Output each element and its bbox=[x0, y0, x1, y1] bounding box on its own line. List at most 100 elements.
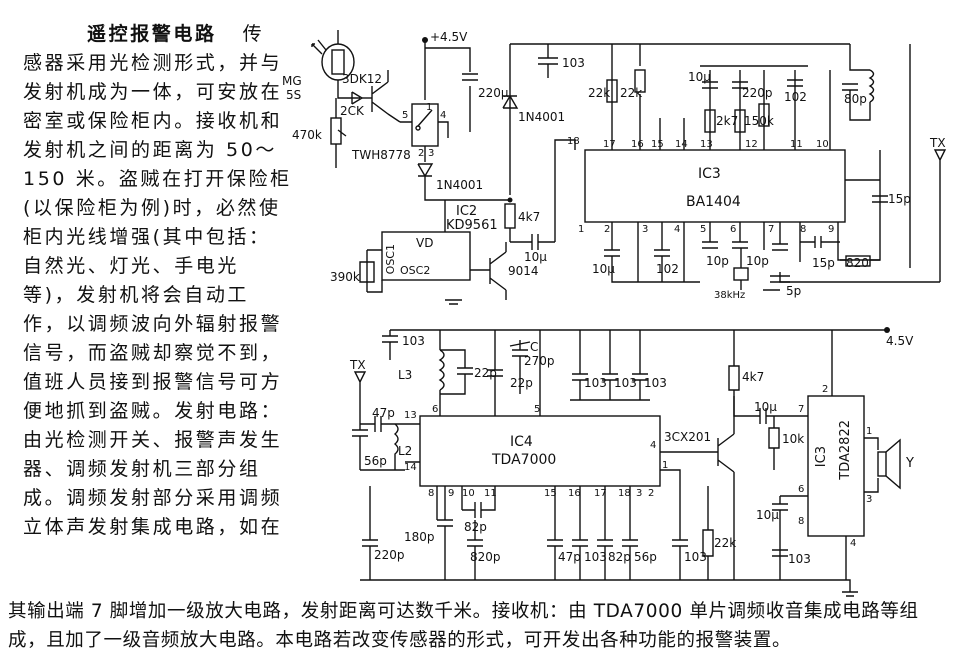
side-line-6: (以保险柜为例)时，必然使 bbox=[23, 197, 281, 219]
side-line-4: 发射机之间的距离为 50～ bbox=[23, 139, 278, 161]
pot-470k-label: 470k bbox=[292, 128, 322, 142]
ic3-rx-name: IC3 bbox=[814, 446, 829, 468]
cap-82p-a-label: 82p bbox=[464, 520, 487, 534]
ic3-pin-13: 13 bbox=[700, 139, 713, 150]
relay-pin-1: 1 bbox=[426, 102, 433, 113]
cap-270p-label: 270p bbox=[524, 354, 555, 368]
side-text: 遥控报警电路传 感器采用光检测形式，并与 发射机成为一体，可安放在 密室或保险柜… bbox=[23, 20, 292, 542]
cap-820p-label: 820p bbox=[470, 550, 501, 564]
speaker-icon bbox=[877, 438, 901, 490]
ic3-pin-8: 8 bbox=[800, 224, 807, 235]
ic3-pin-4: 4 bbox=[674, 224, 681, 235]
ic3-pin-11: 11 bbox=[790, 139, 803, 150]
transmitter-circuit bbox=[311, 30, 947, 305]
ic4-pin-11: 11 bbox=[484, 488, 497, 499]
q-3cx201-label: 3CX201 bbox=[664, 430, 712, 444]
ic3-tda2822 bbox=[807, 395, 865, 537]
cap-56p-b-label: 56p bbox=[634, 550, 657, 564]
ic3-rx-part: TDA2822 bbox=[838, 420, 853, 480]
side-line-8: 自然光、灯光、手电光 bbox=[23, 255, 240, 277]
side-line-13: 便地抓到盗贼。发射电路： bbox=[23, 400, 283, 422]
ic3-pin-14: 14 bbox=[675, 139, 688, 150]
ic2-vd: VD bbox=[416, 236, 434, 250]
rx-cap-103-label: 103 bbox=[402, 334, 425, 348]
ic3-pin-17: 17 bbox=[603, 139, 616, 150]
title: 遥控报警电路 bbox=[87, 23, 217, 45]
cap-15p-bot-label: 15p bbox=[812, 256, 835, 270]
side-line-1: 感器采用光检测形式，并与 bbox=[23, 52, 283, 74]
diode-2-label: 1N4001 bbox=[436, 178, 484, 192]
relay-label: TWH8778 bbox=[352, 148, 411, 162]
side-line-10: 作，以调频波向外辐射报警 bbox=[23, 313, 283, 335]
cap-102-bot-label: 102 bbox=[656, 262, 679, 276]
ic3-rx-pin-1: 1 bbox=[866, 426, 873, 437]
ic3-pin-3: 3 bbox=[642, 224, 649, 235]
relay-pin-4: 4 bbox=[440, 110, 447, 121]
cap-10u-top-label: 10μ bbox=[688, 70, 711, 84]
ic3-pin-7: 7 bbox=[768, 224, 775, 235]
ic3-pin-5: 5 bbox=[700, 224, 707, 235]
cap-10u-b-label: 10μ bbox=[756, 508, 779, 522]
r-22k-rx-label: 22k bbox=[714, 536, 737, 550]
cap-10u-bot-label: 10μ bbox=[592, 262, 615, 276]
ic3-ba1404 bbox=[584, 149, 846, 223]
side-line-3: 密室或保险柜内。接收机和 bbox=[23, 110, 283, 132]
r-22k-b-label: 22k bbox=[620, 86, 643, 100]
side-line-17: 立体声发射集成电路，如在 bbox=[23, 516, 283, 538]
r-820-label: 820 bbox=[846, 256, 869, 270]
ic4-pin-13: 13 bbox=[404, 410, 417, 421]
crystal-label: 38kHz bbox=[714, 290, 746, 301]
bottom-line-0: 其输出端 7 脚增加一级放大电路，发射距离可达数千米。接收机：由 TDA7000… bbox=[8, 601, 919, 622]
cap-47p-b-label: 47p bbox=[558, 550, 581, 564]
relay-pin-3: 3 bbox=[428, 148, 435, 159]
cap-47p-label: 47p bbox=[372, 406, 395, 420]
side-line-15: 器、调频发射机三部分组 bbox=[23, 458, 261, 480]
ic3-pin-2: 2 bbox=[604, 224, 611, 235]
ic3-pin-1: 1 bbox=[578, 224, 585, 235]
relay-twh8778 bbox=[400, 103, 449, 162]
cap-103-f-label: 103 bbox=[788, 552, 811, 566]
cap-10p-b-label: 10p bbox=[746, 254, 769, 268]
r-22k-a-label: 22k bbox=[588, 86, 611, 100]
receiver-antenna bbox=[353, 371, 367, 424]
tx-supply-label: +4.5V bbox=[430, 30, 468, 44]
ic3-rx-pin-3: 3 bbox=[866, 494, 873, 505]
cap-22p-b-label: 22p bbox=[510, 376, 533, 390]
ic4-pin-8: 8 bbox=[428, 488, 435, 499]
r-4k7-rx-label: 4k7 bbox=[742, 370, 765, 384]
photo-cell-label: MG bbox=[282, 74, 302, 88]
side-line-5: 150 米。盗贼在打开保险柜 bbox=[23, 168, 292, 190]
ic3-pin-10: 10 bbox=[816, 139, 829, 150]
r-390k-label: 390k bbox=[330, 270, 360, 284]
cap-80p-label: 80p bbox=[844, 92, 867, 106]
bottom-text: 其输出端 7 脚增加一级放大电路，发射距离可达数千米。接收机：由 TDA7000… bbox=[8, 597, 919, 655]
ic4-pin-15: 15 bbox=[544, 488, 557, 499]
cap-10u-in-label: 10μ bbox=[524, 250, 547, 264]
side-line-16: 成。调频发射部分采用调频 bbox=[23, 487, 283, 509]
rx-antenna-label: TX bbox=[350, 358, 366, 372]
ic3-pin-16: 16 bbox=[631, 139, 644, 150]
r-2k7-label: 2k7 bbox=[716, 114, 739, 128]
ic4-pin-2: 2 bbox=[648, 488, 655, 499]
ic2-osc1: OSC1 bbox=[384, 244, 397, 275]
ic4-pin-6: 6 bbox=[432, 404, 439, 415]
cap-103-d-label: 103 bbox=[584, 550, 607, 564]
cap-22p-a-label: 22p bbox=[474, 366, 497, 380]
ic3-rx-pin-4: 4 bbox=[850, 538, 857, 549]
ic4-pin-3: 3 bbox=[636, 488, 643, 499]
cap-10u-a-label: 10μ bbox=[754, 400, 777, 414]
pot-470k bbox=[330, 98, 347, 168]
cap-5p-label: 5p bbox=[786, 284, 802, 298]
ic4-pin-17: 17 bbox=[594, 488, 607, 499]
photo-cell-sub-label: 5S bbox=[286, 88, 302, 102]
l2-label: L2 bbox=[398, 444, 413, 458]
ic4-pin-9: 9 bbox=[448, 488, 455, 499]
cap-82p-b-label: 82p bbox=[608, 550, 631, 564]
ic3-pin-9: 9 bbox=[828, 224, 835, 235]
cap-103-c-label: 103 bbox=[644, 376, 667, 390]
cap-c-label: C bbox=[530, 340, 539, 354]
ic2-name: IC2 bbox=[456, 204, 478, 219]
